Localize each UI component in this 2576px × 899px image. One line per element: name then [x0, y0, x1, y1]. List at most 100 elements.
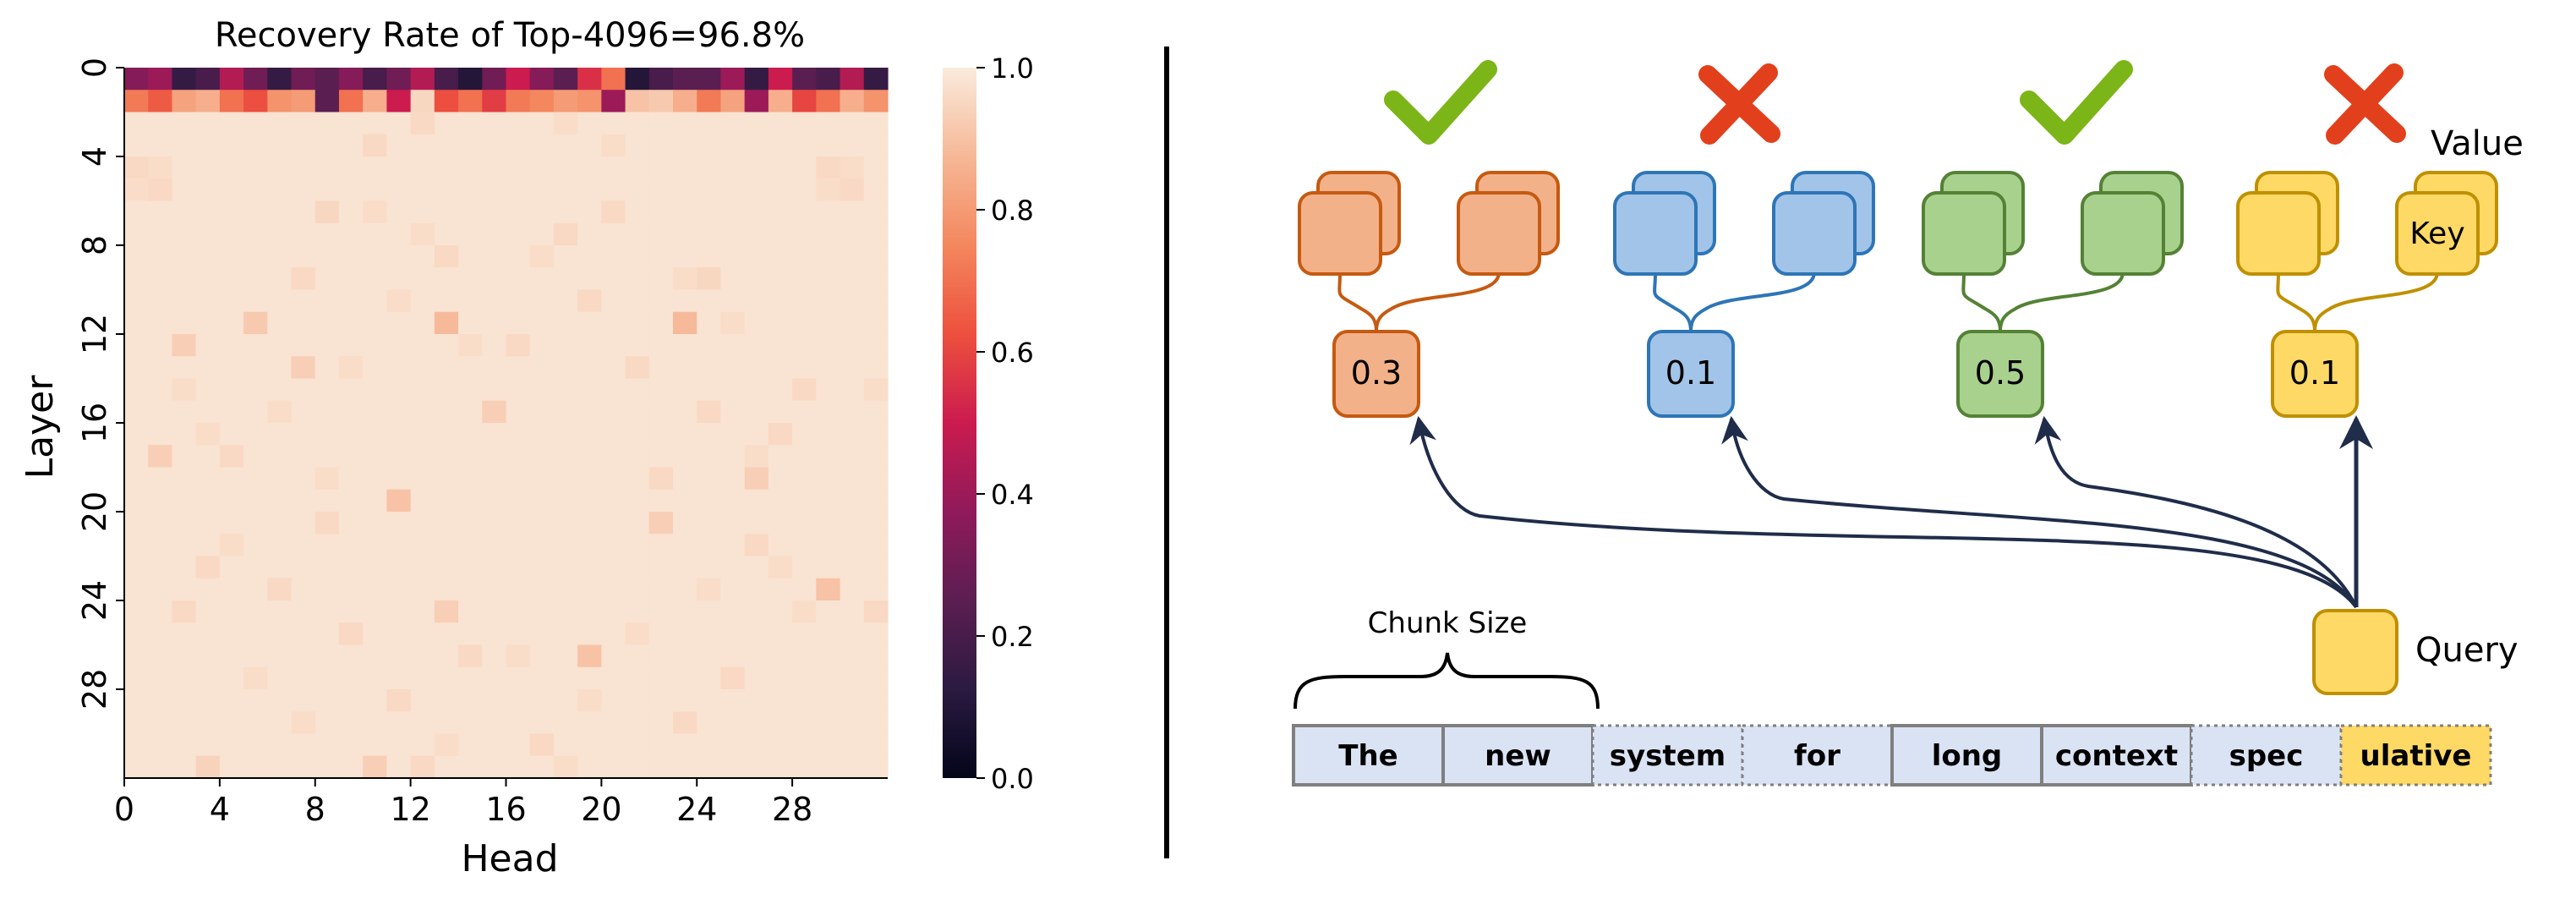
- heatmap-cell: [553, 755, 578, 779]
- heatmap-cell: [148, 711, 173, 735]
- heatmap-cell: [219, 311, 244, 335]
- heatmap-cell: [291, 222, 316, 246]
- heatmap-cell: [840, 90, 865, 113]
- heatmap-cell: [529, 556, 555, 579]
- heatmap-cell: [673, 622, 697, 646]
- heatmap-cell: [673, 90, 697, 113]
- heatmap-cell: [386, 534, 412, 557]
- heatmap-cell: [363, 666, 388, 690]
- heatmap-cell: [458, 755, 483, 779]
- heatmap-cell: [553, 378, 578, 402]
- score-value: 0.3: [1351, 354, 1402, 392]
- chart-title: Recovery Rate of Top-4096=96.8%: [215, 16, 805, 55]
- heatmap-cell: [267, 156, 293, 179]
- heatmap-cell: [577, 267, 602, 291]
- heatmap-cell: [482, 489, 507, 513]
- heatmap-cell: [673, 267, 697, 291]
- heatmap-cell: [338, 311, 364, 335]
- heatmap-cell: [386, 755, 412, 779]
- heatmap-cell: [410, 178, 435, 202]
- heatmap-cell: [314, 311, 340, 335]
- heatmap-cell: [577, 200, 602, 224]
- heatmap-cell: [124, 222, 149, 246]
- heatmap-cell: [529, 512, 555, 534]
- heatmap-cell: [744, 644, 769, 668]
- heatmap-cell: [506, 644, 531, 668]
- heatmap-cell: [482, 445, 507, 469]
- heatmap-cell: [673, 445, 697, 469]
- heatmap-cell: [458, 311, 483, 335]
- heatmap-cell: [363, 156, 388, 179]
- query-label: Query: [2415, 631, 2519, 670]
- heatmap-cell: [863, 222, 889, 246]
- heatmap-cell: [840, 356, 865, 380]
- heatmap-cell: [314, 222, 340, 246]
- heatmap-cell: [458, 267, 483, 291]
- heatmap-cell: [124, 489, 149, 513]
- heatmap-cell: [410, 733, 435, 757]
- heatmap-cell: [673, 423, 697, 446]
- heatmap-cell: [363, 289, 388, 313]
- heatmap-cell: [792, 200, 817, 224]
- heatmap-cell: [816, 222, 841, 246]
- heatmap-cell: [363, 112, 388, 135]
- heatmap-cell: [553, 156, 578, 179]
- heatmap-cell: [673, 400, 697, 424]
- heatmap-cell: [792, 733, 817, 757]
- heatmap-cell: [243, 245, 268, 268]
- connector-right: [1689, 271, 1816, 332]
- heatmap-cell: [291, 245, 316, 268]
- heatmap-cell: [434, 534, 459, 557]
- heatmap-cell: [863, 534, 889, 557]
- heatmap-cell: [410, 600, 435, 623]
- heatmap-cell: [648, 445, 674, 469]
- score-box: [1956, 330, 2044, 418]
- heatmap-cell: [148, 245, 173, 268]
- heatmap-cell: [148, 556, 173, 579]
- heatmap-cell: [482, 222, 507, 246]
- heatmap-cell: [434, 556, 459, 579]
- heatmap-cell: [529, 68, 555, 90]
- heatmap-cell: [744, 622, 769, 646]
- heatmap-cell: [506, 534, 531, 557]
- heatmap-cell: [482, 512, 507, 534]
- heatmap-cell: [410, 222, 435, 246]
- heatmap-cell: [482, 90, 507, 113]
- heatmap-cell: [506, 711, 531, 735]
- heatmap-cell: [458, 245, 483, 268]
- heatmap-cell: [529, 112, 555, 135]
- heatmap-cell: [243, 600, 268, 623]
- heatmap-cell: [863, 644, 889, 668]
- heatmap-cell: [553, 711, 578, 735]
- heatmap-cell: [219, 156, 244, 179]
- heatmap-cell: [172, 245, 197, 268]
- heatmap-cell: [338, 400, 364, 424]
- heatmap-cell: [768, 534, 793, 557]
- heatmap-cell: [434, 178, 459, 202]
- heatmap-cell: [267, 289, 293, 313]
- heatmap-cell: [601, 733, 626, 757]
- key-block: [1922, 191, 2006, 276]
- heatmap-cell: [219, 200, 244, 224]
- heatmap-cell: [314, 334, 340, 357]
- connector-left: [1653, 271, 1693, 332]
- heatmap-cell: [195, 467, 221, 491]
- heatmap-cell: [195, 600, 221, 623]
- heatmap-cell: [625, 68, 650, 90]
- heatmap-cell: [506, 445, 531, 469]
- heatmap-cell: [219, 134, 244, 157]
- heatmap-cell: [219, 178, 244, 202]
- heatmap-cell: [148, 134, 173, 157]
- heatmap-cell: [267, 378, 293, 402]
- heatmap-cell: [195, 356, 221, 380]
- heatmap-cell: [363, 556, 388, 579]
- heatmap-cell: [314, 400, 340, 424]
- heatmap-cell: [172, 733, 197, 757]
- heatmap-cell: [434, 689, 459, 712]
- heatmap-cell: [840, 423, 865, 446]
- heatmap-cell: [314, 733, 340, 757]
- heatmap-cell: [219, 423, 244, 446]
- heatmap-cell: [363, 178, 388, 202]
- heatmap-cell: [195, 200, 221, 224]
- heatmap-cell: [720, 267, 746, 291]
